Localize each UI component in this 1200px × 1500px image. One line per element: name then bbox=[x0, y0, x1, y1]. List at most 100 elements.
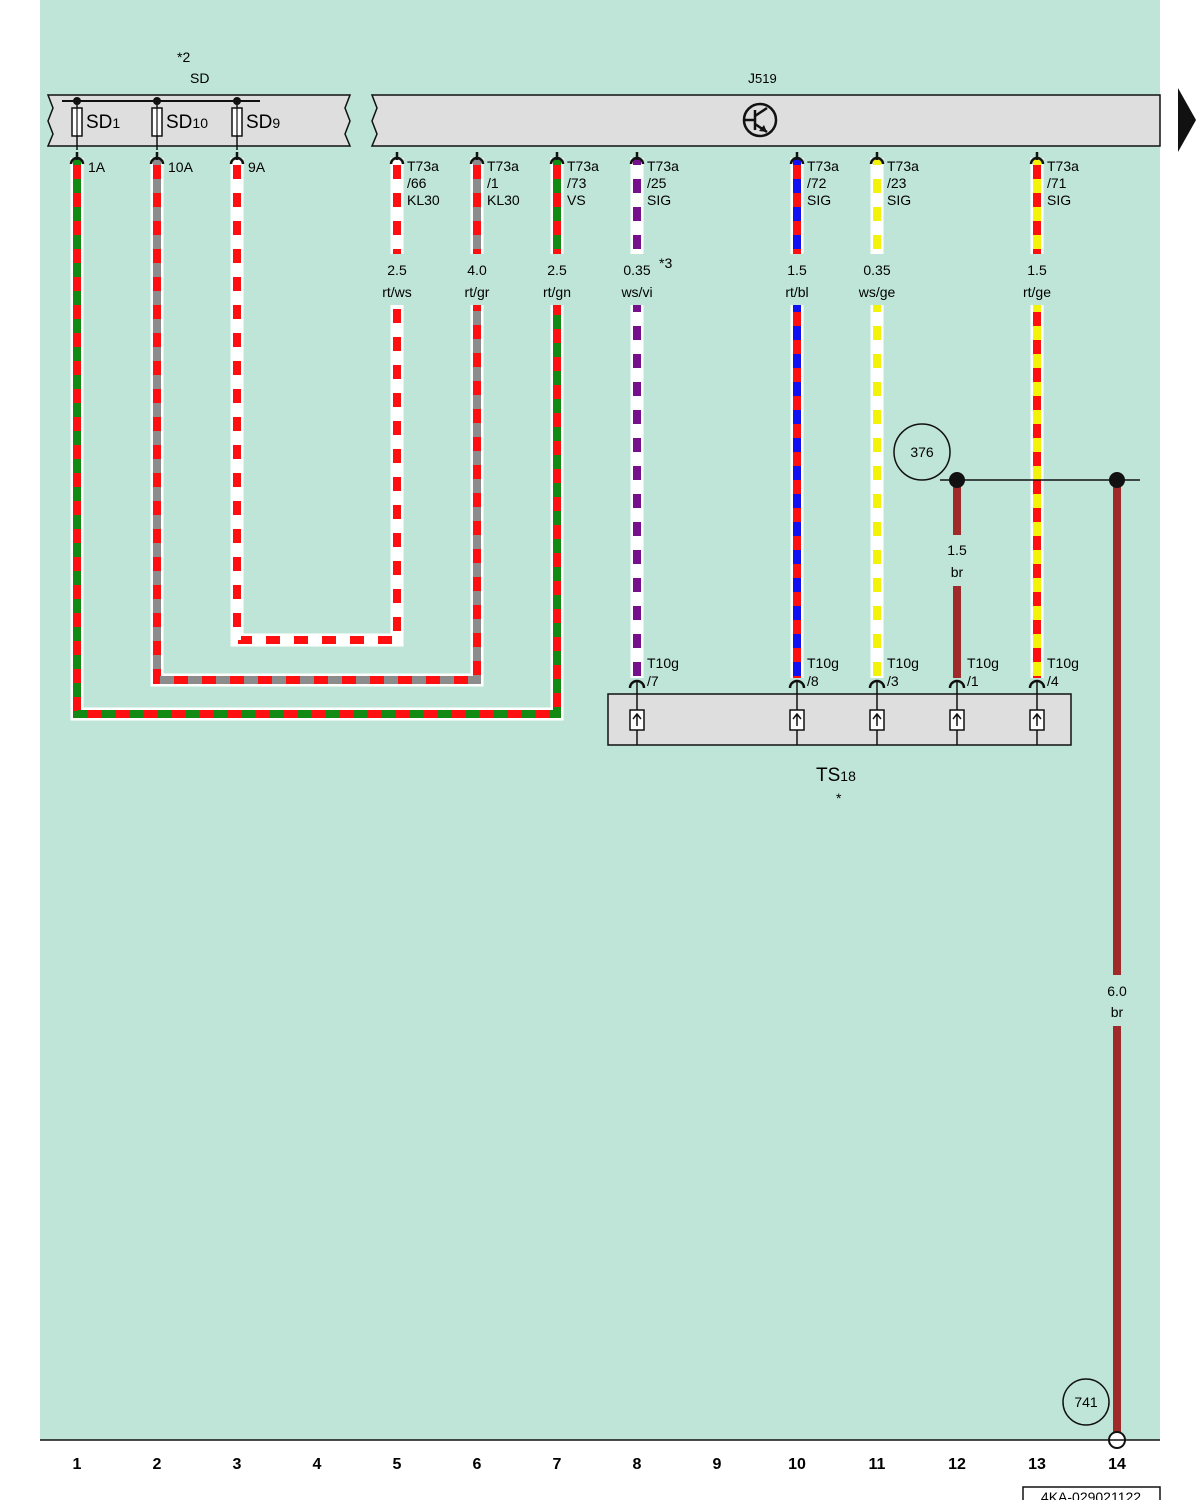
pin-socket-icon bbox=[549, 152, 565, 165]
fuse-label: SD9 bbox=[246, 112, 280, 133]
connectors-layer bbox=[389, 152, 1046, 745]
doc-id-box: 4KA-029021122 bbox=[1022, 1486, 1161, 1500]
terminal-strip-name: TS18 bbox=[816, 765, 856, 786]
fuse-9: SD9 9A bbox=[229, 97, 280, 175]
main-ground-wire-size: 6.0 bbox=[1107, 983, 1127, 999]
continuation-arrow-icon bbox=[1178, 88, 1196, 152]
connector-pin: /3 bbox=[887, 673, 899, 689]
column-number-14: 14 bbox=[1108, 1456, 1126, 1473]
wire-size: 2.5 bbox=[547, 262, 567, 278]
fuse-socket-icon bbox=[149, 152, 165, 165]
fuse-box-note: *2 bbox=[177, 49, 190, 65]
pin-number: /23 bbox=[887, 175, 907, 191]
main-ground-wire-color: br bbox=[1111, 1004, 1124, 1020]
column-number-12: 12 bbox=[948, 1456, 966, 1473]
pin-id: T73a bbox=[567, 158, 599, 174]
wire-size: 2.5 bbox=[387, 262, 407, 278]
wire-color-code: ws/vi bbox=[620, 284, 652, 300]
ref-label-741: 741 bbox=[1074, 1394, 1098, 1410]
column-number-13: 13 bbox=[1028, 1456, 1046, 1473]
connector-pin: /7 bbox=[647, 673, 659, 689]
column-number-1: 1 bbox=[73, 1456, 82, 1473]
wire-fuse10-rtgr bbox=[150, 158, 484, 687]
doc-id: 4KA-029021122 bbox=[1041, 1489, 1141, 1500]
wire-size: 1.5 bbox=[787, 262, 807, 278]
connector-id: T10g bbox=[967, 655, 999, 671]
pin-socket-icon bbox=[389, 152, 405, 165]
wire-color-code: rt/gn bbox=[543, 284, 571, 300]
pin-socket-icon bbox=[469, 152, 485, 165]
connector-id: T10g bbox=[1047, 655, 1079, 671]
control-unit: J519 bbox=[370, 70, 1161, 147]
fuse-label: SD10 bbox=[166, 112, 208, 133]
wires-layer bbox=[70, 158, 1121, 1436]
connector-id: T10g bbox=[887, 655, 919, 671]
pin-number: /72 bbox=[807, 175, 827, 191]
fuse-rating: 9A bbox=[248, 159, 266, 175]
terminal-strip: TS18 * bbox=[607, 693, 1072, 806]
pin-function: VS bbox=[567, 192, 586, 208]
column-number-6: 6 bbox=[473, 1456, 482, 1473]
fuse-1: SD1 1A bbox=[69, 97, 120, 175]
fuse-rating: 10A bbox=[168, 159, 194, 175]
fuse-label: SD1 bbox=[86, 112, 120, 133]
fuse-socket-icon bbox=[69, 152, 85, 165]
pin-function: SIG bbox=[1047, 192, 1071, 208]
connector-id: T10g bbox=[647, 655, 679, 671]
pin-function: KL30 bbox=[407, 192, 440, 208]
pin-number: /25 bbox=[647, 175, 667, 191]
connector-pin: /8 bbox=[807, 673, 819, 689]
terminal-connector-2 bbox=[788, 679, 806, 745]
column-number-7: 7 bbox=[553, 1456, 562, 1473]
wire-color-code: rt/gr bbox=[465, 284, 490, 300]
pin-socket-icon bbox=[1029, 152, 1045, 165]
transistor-icon bbox=[742, 102, 778, 138]
connector-pin: /1 bbox=[967, 673, 979, 689]
fuse-10: SD10 10A bbox=[149, 97, 208, 175]
pin-id: T73a bbox=[487, 158, 519, 174]
pin-function: SIG bbox=[887, 192, 911, 208]
column-number-11: 11 bbox=[869, 1456, 886, 1473]
pin-socket-icon bbox=[629, 152, 645, 165]
ground-wire-size: 1.5 bbox=[947, 542, 967, 558]
pin-id: T73a bbox=[407, 158, 439, 174]
pin-id: T73a bbox=[647, 158, 679, 174]
pin-number: /1 bbox=[487, 175, 499, 191]
column-number-5: 5 bbox=[393, 1456, 402, 1473]
terminal-connector-1 bbox=[628, 679, 646, 745]
wire-size: 4.0 bbox=[467, 262, 487, 278]
ref-circle-376: 376 bbox=[893, 423, 951, 481]
wire-color-code: rt/ge bbox=[1023, 284, 1051, 300]
terminal-connector-5 bbox=[1028, 679, 1046, 745]
pin-id: T73a bbox=[807, 158, 839, 174]
wire-size: 0.35 bbox=[863, 262, 890, 278]
pin-function: KL30 bbox=[487, 192, 520, 208]
pin-function: SIG bbox=[807, 192, 831, 208]
connector-pin: /4 bbox=[1047, 673, 1059, 689]
column-number-2: 2 bbox=[153, 1456, 162, 1473]
column-number-9: 9 bbox=[713, 1456, 722, 1473]
column-number-8: 8 bbox=[633, 1456, 642, 1473]
column-number-4: 4 bbox=[313, 1456, 322, 1473]
wire-size: 1.5 bbox=[1027, 262, 1047, 278]
wire-color-code: ws/ge bbox=[858, 284, 896, 300]
connector-id: T10g bbox=[807, 655, 839, 671]
wire-size: 0.35 bbox=[623, 262, 650, 278]
pin-number: /66 bbox=[407, 175, 427, 191]
fuse-rating: 1A bbox=[88, 159, 106, 175]
ground-wire-color: br bbox=[951, 564, 964, 580]
terminal-connector-4 bbox=[948, 679, 966, 745]
fuses-layer: SD1 1A SD10 10A SD9 9A bbox=[69, 97, 280, 175]
column-number-3: 3 bbox=[233, 1456, 242, 1473]
terminal-strip-note: * bbox=[836, 790, 842, 806]
pin-id: T73a bbox=[1047, 158, 1079, 174]
wire-color-code: rt/bl bbox=[785, 284, 808, 300]
pin-number: /71 bbox=[1047, 175, 1067, 191]
fuse-box-name: SD bbox=[190, 70, 209, 86]
pin-socket-icon bbox=[869, 152, 885, 165]
pin-function: SIG bbox=[647, 192, 671, 208]
wire-color-code: rt/ws bbox=[382, 284, 412, 300]
ref-label-376: 376 bbox=[910, 444, 934, 460]
